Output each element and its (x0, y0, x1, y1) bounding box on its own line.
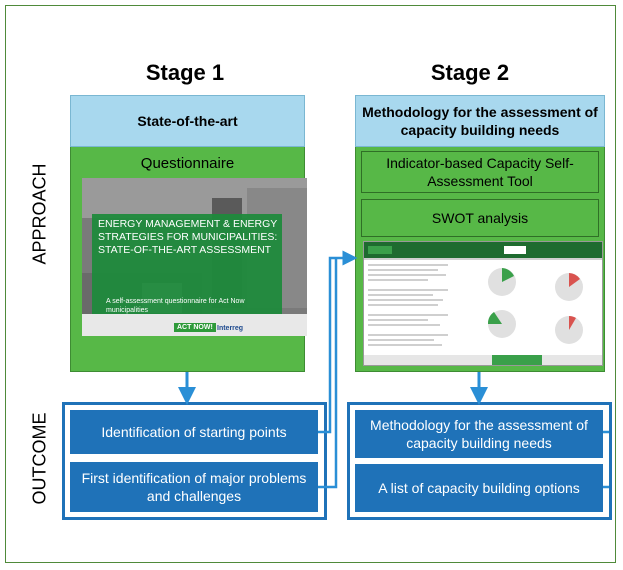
stage1-outcome-2: First identification of major problems a… (70, 462, 318, 512)
actnow-logo: ACT NOW! (174, 323, 216, 332)
cover-title: ENERGY MANAGEMENT & ENERGY STRATEGIES FO… (98, 218, 278, 257)
questionnaire-cover-image: ENERGY MANAGEMENT & ENERGY STRATEGIES FO… (82, 178, 307, 336)
stage2-outcome-2: A list of capacity building options (355, 464, 603, 512)
questionnaire-label: Questionnaire (140, 155, 235, 172)
swot-box: SWOT analysis (361, 199, 599, 237)
stage1-outcome-1: Identification of starting points (70, 410, 318, 454)
assessment-dashboard-image (363, 241, 603, 366)
stage2-header: Methodology for the assessment of capaci… (355, 95, 605, 147)
interreg-logo: Interreg (217, 325, 244, 332)
stage1-title: Stage 1 (145, 60, 225, 85)
stage2-title: Stage 2 (430, 60, 510, 85)
cover-green-panel (92, 214, 282, 320)
diagram-frame (5, 5, 616, 563)
stage2-outcome-1: Methodology for the assessment of capaci… (355, 410, 603, 458)
stage1-header: State-of-the-art (70, 95, 305, 147)
connector-outcome2 (318, 258, 338, 489)
capacity-tool-box: Indicator-based Capacity Self-Assessment… (361, 151, 599, 193)
cover-subtitle: A self-assessment questionnaire for Act … (106, 298, 245, 314)
connector-outcome1 (318, 250, 358, 434)
